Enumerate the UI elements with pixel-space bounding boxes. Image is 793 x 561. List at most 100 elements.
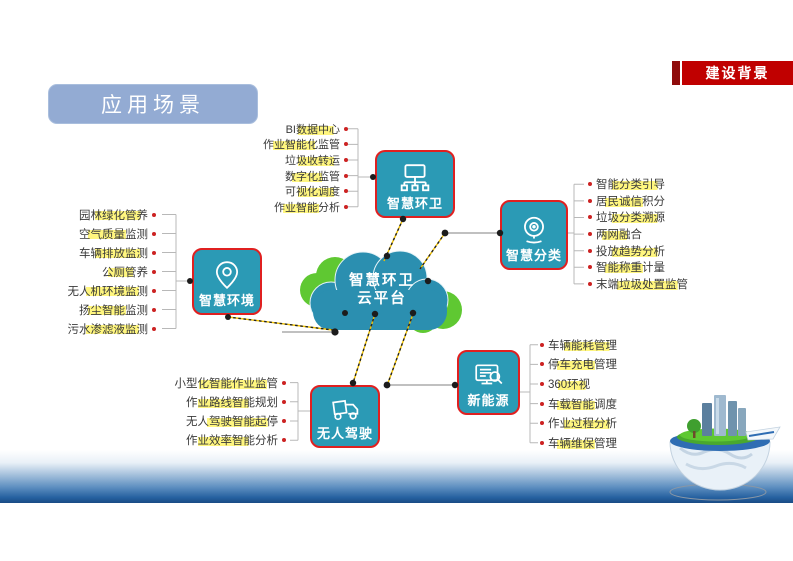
node-smart-environment: 智慧环境	[192, 248, 262, 315]
item-text: 作业过程分析	[548, 415, 617, 432]
item-marker-icon	[344, 204, 348, 209]
list-item: 垃圾分类溯源	[584, 209, 734, 226]
item-marker-icon	[540, 362, 544, 367]
item-marker-icon	[344, 173, 348, 178]
item-marker-icon	[540, 401, 544, 406]
item-text: 车辆排放监测	[79, 244, 148, 261]
list-item: 无人驾驶智能起停	[150, 411, 290, 430]
list-item: 车辆能耗管理	[536, 335, 668, 355]
item-marker-icon	[282, 380, 286, 385]
cloud-platform-title: 智慧环卫 云平台	[293, 272, 471, 308]
item-marker-icon	[152, 307, 156, 312]
list-item: 两网融合	[584, 226, 734, 243]
list-item: 园林绿化管养	[38, 205, 160, 224]
item-text: 居民诚信积分	[596, 192, 665, 209]
item-marker-icon	[282, 399, 286, 404]
list-item: 车辆排放监测	[38, 243, 160, 262]
item-marker-icon	[540, 440, 544, 445]
item-text: 作业路线智能规划	[186, 393, 278, 410]
item-text: 可视化调度	[285, 183, 340, 200]
item-marker-icon	[344, 126, 348, 131]
item-text: 车辆维保管理	[548, 434, 617, 451]
item-text: 空气质量监测	[79, 225, 148, 242]
item-text: 停车充电管理	[548, 356, 617, 373]
list-item: 投放趋势分析	[584, 242, 734, 259]
item-text: 智能分类引导	[596, 176, 665, 193]
item-text: 两网融合	[596, 226, 642, 243]
location-pin-icon	[211, 259, 243, 293]
cloud-platform-shape	[300, 250, 462, 333]
item-text: 车载智能调度	[548, 395, 617, 412]
truck-icon	[327, 396, 363, 426]
item-text: 投放趋势分析	[596, 242, 665, 259]
section-banner: 建设背景	[672, 61, 793, 85]
network-monitor-icon	[398, 162, 432, 196]
item-marker-icon	[540, 381, 544, 386]
item-marker-icon	[540, 421, 544, 426]
list-item: 居民诚信积分	[584, 192, 734, 210]
globe-city-image	[669, 395, 781, 501]
list-item: BI数据中心	[210, 120, 352, 137]
list-item: 末端垃圾处置监管	[584, 275, 734, 293]
item-marker-icon	[282, 438, 286, 443]
item-text: 垃圾收转运	[285, 151, 340, 168]
item-marker-icon	[344, 142, 348, 147]
ocean-band-image	[0, 450, 793, 503]
list-item: 作业路线智能规划	[150, 392, 290, 411]
list-item: 360环视	[536, 374, 668, 394]
item-text: 公厕管养	[102, 263, 148, 280]
item-text: 作业智能化监管	[263, 136, 340, 153]
list-smart-sanitation: BI数据中心作业智能化监管垃圾收转运数字化监管可视化调度作业智能分析	[210, 120, 352, 215]
item-marker-icon	[152, 269, 156, 274]
list-smart-classification: 智能分类引导居民诚信积分垃圾分类溯源两网融合投放趋势分析智能称重计量末端垃圾处置…	[584, 176, 734, 292]
item-text: 园林绿化管养	[79, 206, 148, 223]
item-marker-icon	[152, 288, 156, 293]
item-text: 智能称重计量	[596, 259, 665, 276]
cloud-title-line2: 云平台	[357, 291, 407, 307]
item-marker-icon	[588, 215, 592, 220]
list-item: 可视化调度	[210, 183, 352, 200]
camera-icon	[518, 214, 550, 248]
item-marker-icon	[152, 231, 156, 236]
item-marker-icon	[588, 281, 592, 286]
node-label: 智慧分类	[505, 248, 562, 263]
item-text: 扬尘智能监测	[79, 301, 148, 318]
list-item: 公厕管养	[38, 262, 160, 281]
item-text: 车辆能耗管理	[548, 336, 617, 353]
list-item: 智能分类引导	[584, 176, 734, 193]
item-text: 污水渗滤液监测	[67, 320, 148, 337]
list-item: 作业智能分析	[210, 198, 352, 215]
node-label: 新能源	[467, 393, 510, 408]
item-marker-icon	[152, 326, 156, 331]
item-marker-icon	[588, 198, 592, 203]
node-label: 无人驾驶	[316, 426, 373, 441]
list-item: 空气质量监测	[38, 224, 160, 243]
node-new-energy: 新能源	[457, 350, 520, 415]
item-text: 作业智能分析	[274, 198, 340, 215]
cloud-title-line1: 智慧环卫	[349, 273, 415, 289]
list-item: 无人机环境监测	[38, 281, 160, 300]
item-marker-icon	[588, 182, 592, 187]
item-marker-icon	[282, 418, 286, 423]
list-item: 污水渗滤液监测	[38, 319, 160, 338]
node-smart-sanitation: 智慧环卫	[375, 150, 455, 218]
list-item: 扬尘智能监测	[38, 300, 160, 319]
list-item: 停车充电管理	[536, 355, 668, 375]
item-text: 小型化智能作业监管	[174, 374, 278, 391]
item-marker-icon	[152, 250, 156, 255]
list-item: 数字化监管	[210, 167, 352, 184]
list-autonomous-driving: 小型化智能作业监管作业路线智能规划无人驾驶智能起停作业效率智能分析	[150, 373, 290, 450]
item-text: 垃圾分类溯源	[596, 209, 665, 226]
node-label: 智慧环境	[198, 293, 255, 308]
node-label: 智慧环卫	[386, 196, 443, 211]
list-smart-environment: 园林绿化管养空气质量监测车辆排放监测公厕管养无人机环境监测扬尘智能监测污水渗滤液…	[38, 205, 160, 338]
item-text: 作业效率智能分析	[186, 432, 278, 449]
item-text: 无人驾驶智能起停	[186, 412, 278, 429]
item-text: 数字化监管	[285, 167, 340, 184]
banner-label: 建设背景	[682, 61, 793, 85]
node-autonomous-driving: 无人驾驶	[310, 385, 380, 448]
banner-accent-square	[672, 61, 680, 85]
list-item: 车载智能调度	[536, 394, 668, 414]
item-marker-icon	[588, 248, 592, 253]
